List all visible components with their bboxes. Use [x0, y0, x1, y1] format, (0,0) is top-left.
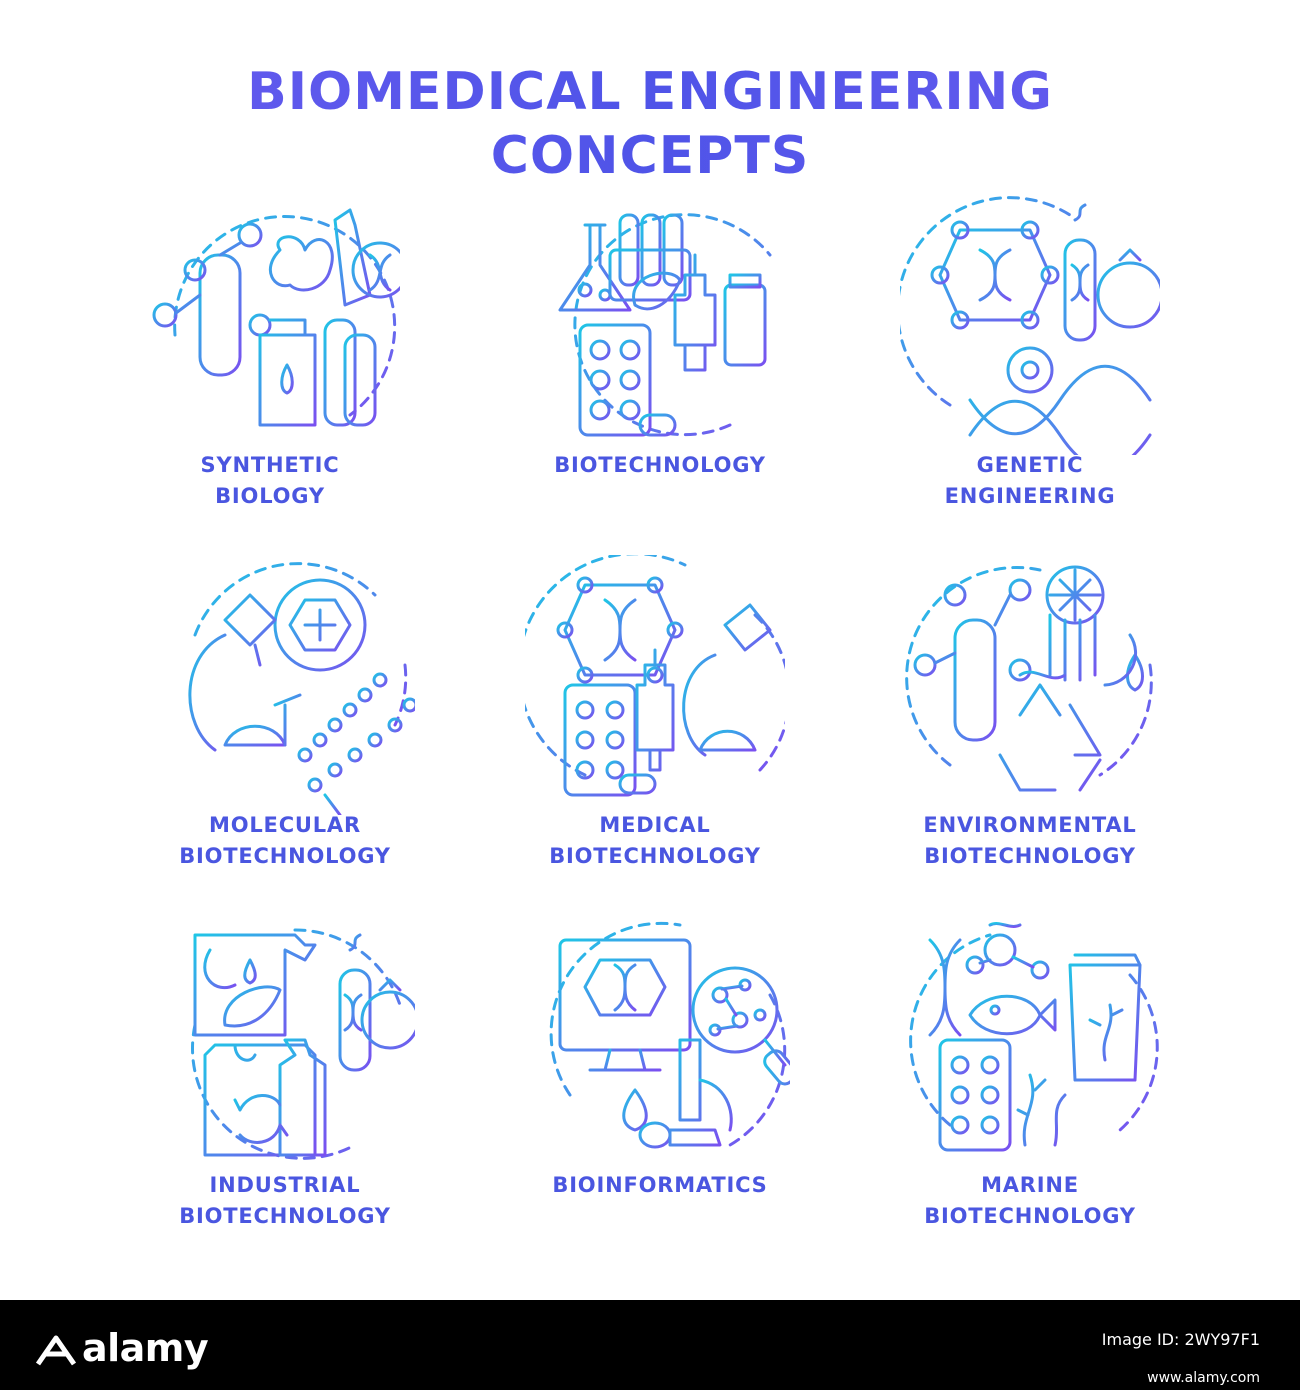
concept-tile-molecular-biotechnology: MOLECULAR BIOTECHNOLOGY: [135, 555, 435, 895]
label-line-1: MOLECULAR: [209, 813, 361, 837]
label-line-1: BIOTECHNOLOGY: [554, 453, 766, 477]
concept-tile-industrial-biotechnology: INDUSTRIAL BIOTECHNOLOGY: [135, 915, 435, 1255]
concept-tile-biotechnology: BIOTECHNOLOGY: [510, 195, 810, 535]
alamy-wordmark: alamy: [82, 1326, 209, 1370]
title-line-1: BIOMEDICAL ENGINEERING: [247, 62, 1053, 122]
label-line-2: BIOLOGY: [215, 484, 325, 508]
environmental-biotechnology-icon: [905, 565, 1153, 792]
concept-tile-environmental-biotechnology: ENVIRONMENTAL BIOTECHNOLOGY: [880, 555, 1180, 895]
medical-biotechnology-icon: [525, 555, 785, 797]
title-line-2: CONCEPTS: [490, 126, 810, 186]
concept-label-genetic-engineering: GENETIC ENGINEERING: [860, 450, 1200, 512]
concept-label-bioinformatics: BIOINFORMATICS: [490, 1170, 830, 1201]
site-url: www.alamy.com: [1147, 1370, 1260, 1386]
molecular-biotechnology-icon: [183, 562, 415, 815]
label-line-2: BIOTECHNOLOGY: [179, 844, 391, 868]
industrial-biotechnology-icon: [191, 928, 415, 1160]
label-line-1: MARINE: [981, 1173, 1079, 1197]
concept-tile-marine-biotechnology: MARINE BIOTECHNOLOGY: [880, 915, 1180, 1255]
bioinformatics-icon: [549, 921, 790, 1149]
concept-tile-medical-biotechnology: MEDICAL BIOTECHNOLOGY: [505, 555, 805, 895]
label-line-1: SYNTHETIC: [200, 453, 340, 477]
label-line-1: ENVIRONMENTAL: [923, 813, 1137, 837]
label-line-2: BIOTECHNOLOGY: [924, 1204, 1136, 1228]
alamy-a-icon: [35, 1335, 77, 1365]
concept-tile-bioinformatics: BIOINFORMATICS: [510, 915, 810, 1255]
concept-label-molecular-biotechnology: MOLECULAR BIOTECHNOLOGY: [115, 810, 455, 872]
genetic-engineering-icon: [900, 196, 1160, 455]
concept-label-industrial-biotechnology: INDUSTRIAL BIOTECHNOLOGY: [115, 1170, 455, 1232]
label-line-1: MEDICAL: [599, 813, 711, 837]
concept-label-environmental-biotechnology: ENVIRONMENTAL BIOTECHNOLOGY: [860, 810, 1200, 872]
concept-label-marine-biotechnology: MARINE BIOTECHNOLOGY: [860, 1170, 1200, 1232]
label-line-1: BIOINFORMATICS: [552, 1173, 768, 1197]
label-line-2: BIOTECHNOLOGY: [179, 1204, 391, 1228]
synthetic-biology-icon: [152, 208, 400, 427]
label-line-2: BIOTECHNOLOGY: [924, 844, 1136, 868]
marine-biotechnology-icon: [909, 922, 1159, 1152]
concept-tile-synthetic-biology: SYNTHETIC BIOLOGY: [120, 195, 420, 535]
label-line-1: GENETIC: [976, 453, 1084, 477]
image-id-label: Image ID: 2WY97F1: [1101, 1330, 1260, 1349]
alamy-logo: alamy: [34, 1326, 209, 1370]
page-title: BIOMEDICAL ENGINEERING CONCEPTS: [0, 60, 1300, 188]
stock-footer-bar: alamy Image ID: 2WY97F1 www.alamy.com: [0, 1300, 1300, 1390]
label-line-2: BIOTECHNOLOGY: [549, 844, 761, 868]
concept-label-biotechnology: BIOTECHNOLOGY: [490, 450, 830, 481]
label-line-2: ENGINEERING: [944, 484, 1116, 508]
concept-label-medical-biotechnology: MEDICAL BIOTECHNOLOGY: [485, 810, 825, 872]
concept-tile-genetic-engineering: GENETIC ENGINEERING: [880, 195, 1180, 535]
label-line-1: INDUSTRIAL: [209, 1173, 361, 1197]
concept-label-synthetic-biology: SYNTHETIC BIOLOGY: [100, 450, 440, 512]
biotechnology-icon: [558, 213, 772, 437]
